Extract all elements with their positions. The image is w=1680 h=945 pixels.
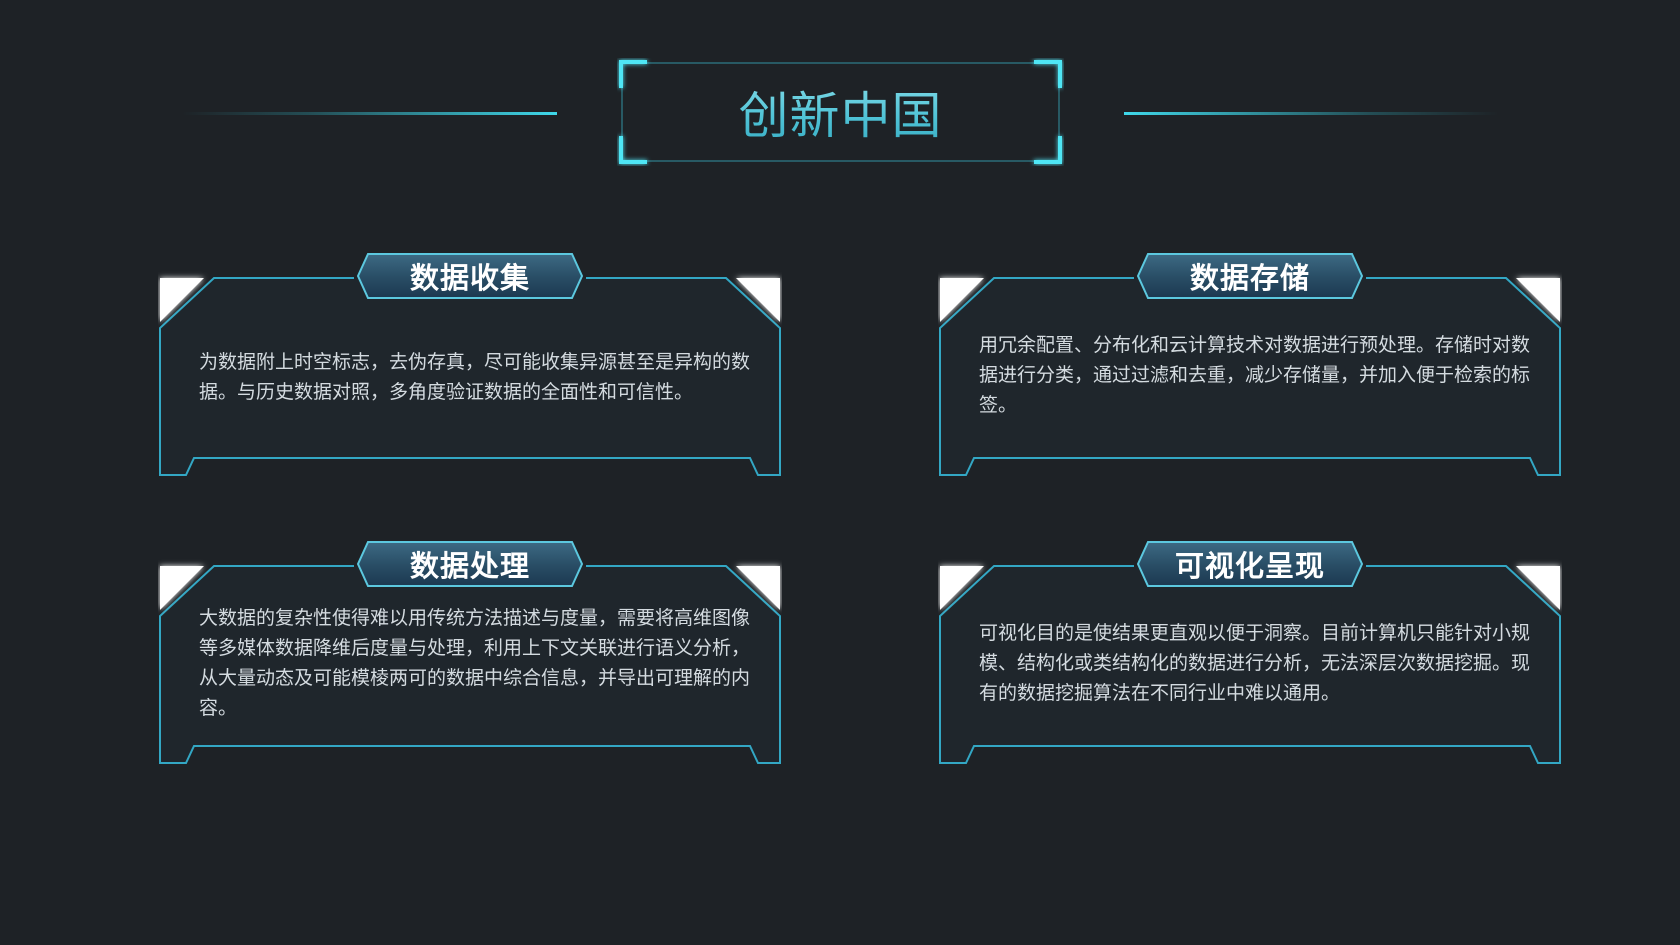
card-visualization: 可视化呈现 可视化目的是使结果更直观以便于洞察。目前计算机只能针对小规模、结构化… xyxy=(938,540,1562,768)
title-divider-left xyxy=(182,112,557,115)
page-title: 创新中国 xyxy=(617,58,1064,166)
card-title: 数据处理 xyxy=(409,549,530,583)
card-data-collection: 数据收集 为数据附上时空标志，去伪存真，尽可能收集异源甚至是异构的数据。与历史数… xyxy=(158,252,782,480)
card-frame-outline xyxy=(939,253,1561,476)
card-body: 可视化目的是使结果更直观以便于洞察。目前计算机只能针对小规模、结构化或类结构化的… xyxy=(979,622,1531,704)
title-divider-right xyxy=(1124,112,1499,115)
card-body: 为数据附上时空标志，去伪存真，尽可能收集异源甚至是异构的数据。与历史数据对照，多… xyxy=(199,351,751,403)
card-body: 用冗余配置、分布化和云计算技术对数据进行预处理。存储时对数据进行分类，通过过滤和… xyxy=(979,334,1531,416)
card-data-processing: 数据处理 大数据的复杂性使得难以用传统方法描述与度量，需要将高维图像等多媒体数据… xyxy=(158,540,782,768)
card-title: 可视化呈现 xyxy=(1174,549,1325,583)
card-data-storage: 数据存储 用冗余配置、分布化和云计算技术对数据进行预处理。存储时对数据进行分类，… xyxy=(938,252,1562,480)
card-frame-outline xyxy=(159,253,781,476)
card-title: 数据收集 xyxy=(409,261,530,295)
card-frame-outline xyxy=(159,541,781,764)
card-frame-outline xyxy=(939,541,1561,764)
card-title: 数据存储 xyxy=(1189,261,1310,295)
title-frame-outline xyxy=(619,60,1062,164)
card-body: 大数据的复杂性使得难以用传统方法描述与度量，需要将高维图像等多媒体数据降维后度量… xyxy=(199,607,751,719)
title-frame: 创新中国 xyxy=(617,58,1064,166)
